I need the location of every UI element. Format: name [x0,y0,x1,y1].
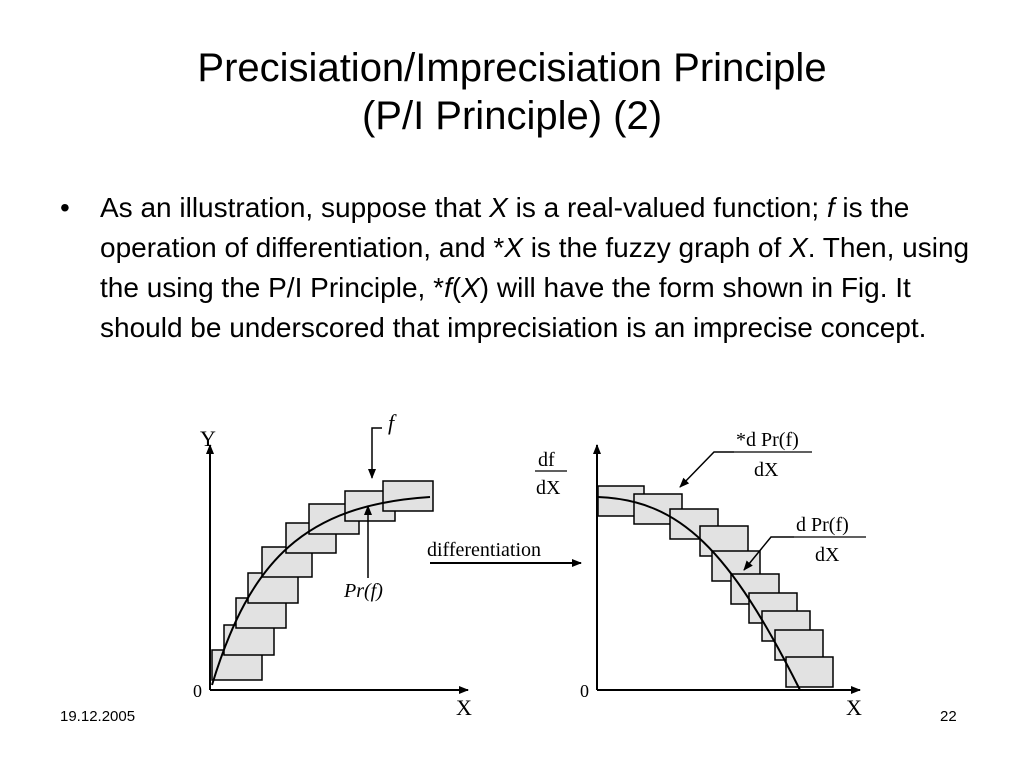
footer-date: 19.12.2005 [60,708,136,725]
left-fuzzy-boxes [211,480,434,681]
f-pointer-bracket [368,427,382,479]
title-line-1: Precisiation/Imprecisiation Principle [197,46,827,90]
left-x-label: X [456,695,472,720]
text-segment: ) will have the form shown in Fig. It sh… [100,272,927,343]
text-segment: is the fuzzy graph of [522,232,790,263]
pr-label: Pr(f) [343,580,383,602]
star-d-pointer [679,451,734,488]
pi-principle-figure: Y X 0 f Pr(f) differentiation df dX [193,410,866,720]
bullet-marker: • [60,192,70,223]
italic-x: X [461,272,480,303]
page-number: 22 [940,708,957,725]
d-label-numerator: d Pr(f) [796,514,849,536]
italic-x: X [489,192,508,223]
left-plot: Y X 0 f Pr(f) [193,410,472,720]
right-plot: df dX X 0 *d Pr(f) dX d Pr(f) dX [535,429,866,720]
left-origin-label: 0 [193,681,202,701]
left-curve [211,496,431,686]
fuzzy-box [247,572,299,604]
italic-x: X [504,232,523,263]
italic-x: X [789,232,808,263]
differentiation-arrow: differentiation [427,539,582,567]
star-d-label-denominator: dX [754,459,779,481]
right-curve [597,496,801,691]
italic-f: f [826,192,835,223]
fuzzy-box [382,480,434,512]
d-label-denominator: dX [815,544,840,566]
right-y-label-numerator: df [538,449,555,471]
text-segment: ( [451,272,462,303]
left-y-label: Y [200,426,216,451]
slide-title: Precisiation/Imprecisiation Principle (P… [0,44,1024,140]
text-segment: is a real-valued function; [507,192,827,223]
right-origin-label: 0 [580,681,589,701]
f-label: f [388,410,397,435]
text-segment: As an illustration, suppose that [100,192,490,223]
text-segment: is the operation of differentiation, and… [100,192,910,263]
d-pointer [743,536,794,571]
title-line-2: (P/I Principle) (2) [361,94,663,138]
bullet-paragraph: As an illustration, suppose that X is a … [100,188,980,348]
right-x-label: X [846,695,862,720]
star-d-label-numerator: *d Pr(f) [736,429,799,451]
italic-f: f [443,272,452,303]
right-y-label-denominator: dX [536,477,561,499]
fuzzy-box [785,656,834,688]
right-fuzzy-boxes [597,485,834,688]
text-segment: . Then, using the using the P/I Principl… [100,232,970,303]
differentiation-label: differentiation [427,539,541,561]
